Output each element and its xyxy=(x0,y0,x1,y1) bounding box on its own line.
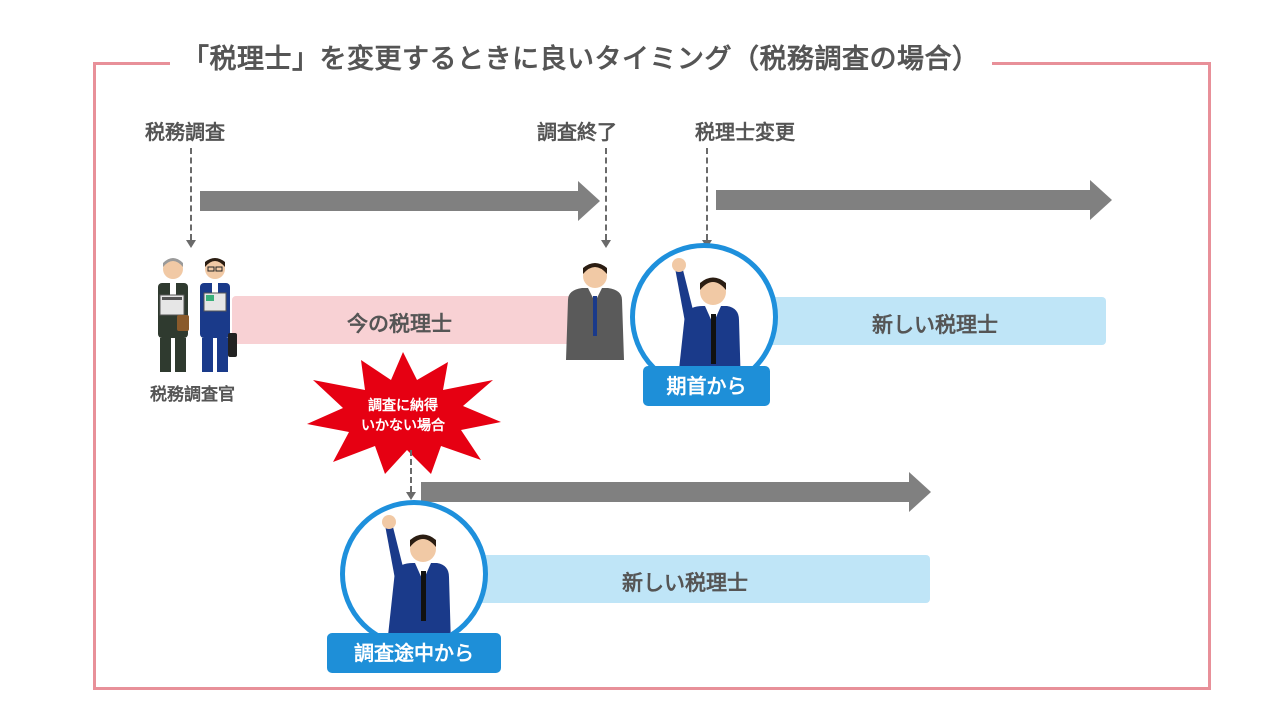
tax-inspectors-illustration xyxy=(158,258,237,372)
dash-audit xyxy=(190,148,192,240)
arrow-after-change xyxy=(716,180,1112,220)
dash-audit-arrowhead xyxy=(186,240,196,248)
dash-audit-end xyxy=(605,148,607,240)
burst-line-2: いかない場合 xyxy=(361,418,445,434)
burst-line-1: 調査に納得 xyxy=(368,398,438,414)
dash-mid-audit xyxy=(410,450,412,492)
bar-new-accountant-top xyxy=(740,297,1106,345)
dash-change xyxy=(706,148,708,240)
label-inspector: 税務調査官 xyxy=(150,385,235,405)
new-accountant-illustration-bottom xyxy=(382,515,451,643)
badge-from-beginning: 期首から xyxy=(643,366,770,406)
label-audit: 税務調査 xyxy=(145,120,225,144)
label-change: 税理士変更 xyxy=(695,120,795,144)
current-accountant-illustration xyxy=(566,263,624,360)
bar-new-accountant-bottom xyxy=(430,555,930,603)
bar-new-top-label: 新しい税理士 xyxy=(872,313,998,337)
new-accountant-circle-bottom xyxy=(340,500,488,648)
dash-mid-audit-arrowhead xyxy=(406,492,416,500)
bar-current-label: 今の税理士 xyxy=(347,312,452,336)
arrow-audit-period xyxy=(200,181,600,221)
badge-from-mid-audit: 調査途中から xyxy=(327,633,501,673)
dissatisfied-burst xyxy=(307,352,501,474)
diagram-title: 「税理士」を変更するときに良いタイミング（税務調査の場合） xyxy=(170,38,992,82)
bar-new-bottom-label: 新しい税理士 xyxy=(622,571,748,595)
bar-current-accountant xyxy=(232,296,582,344)
arrow-mid-audit xyxy=(421,472,931,512)
dash-audit-end-arrowhead xyxy=(601,240,611,248)
label-audit-end: 調査終了 xyxy=(537,120,617,144)
